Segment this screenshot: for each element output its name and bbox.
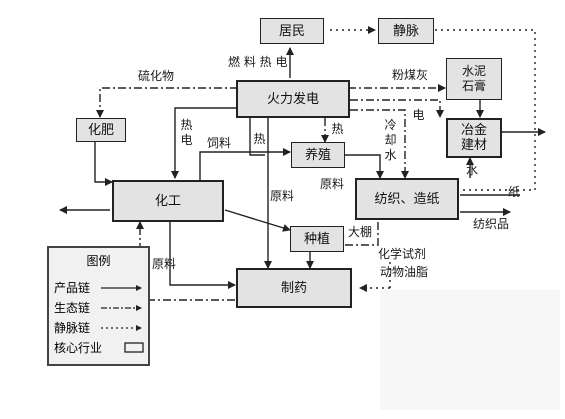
node-fertilizer: 化肥 (76, 118, 126, 142)
label-feed: 饲料 (207, 136, 232, 150)
label-greenhouse: 大棚 (348, 225, 373, 239)
legend-core-swatch (124, 342, 144, 353)
legend-core-industry: 核心行业 (54, 341, 103, 355)
legend-vein-chain: 静脉链 (54, 321, 91, 335)
label-electricity: 电 (412, 108, 425, 122)
node-residents: 居民 (260, 18, 324, 44)
node-cement-gypsum: 水泥 石膏 (446, 58, 502, 100)
edge-greenhouse (345, 222, 379, 246)
legend-product-chain: 产品链 (54, 281, 91, 295)
edge-electricity (350, 99, 444, 118)
edge-fertilizer-to-chemical (94, 142, 113, 186)
node-pharmacy: 制药 (236, 268, 352, 308)
label-chemical-reagent: 化学试剂 (378, 247, 427, 261)
label-raw-material-1: 原料 (270, 189, 295, 203)
label-heat-power-left: 热 电 (180, 118, 193, 147)
edge-sulfide (96, 87, 238, 118)
label-textile-products: 纺织品 (473, 217, 510, 231)
legend: 图例 产品链 生态链 静脉链 核心行业 (47, 246, 150, 366)
label-fuel-heat-power: 燃 料 热 电 (228, 55, 288, 69)
node-thermal-power: 火力发电 (236, 80, 350, 118)
edge-power-to-chemical-heat (171, 107, 238, 179)
edge-vein-loop (435, 29, 536, 191)
legend-swatches (101, 285, 144, 353)
label-raw-material-3: 原料 (152, 257, 177, 271)
edge-breeding-to-textile (340, 154, 384, 179)
label-heat-mid: 热 (253, 132, 266, 146)
node-metallurgy-building: 冶金 建材 (446, 118, 502, 158)
node-breeding: 养殖 (291, 142, 345, 168)
edge-cooling-water (350, 109, 409, 179)
label-cooling-water: 冷 却 水 (384, 118, 397, 162)
node-textile-paper: 纺织、造纸 (355, 178, 459, 220)
edge-feed (199, 148, 291, 180)
legend-title: 图例 (86, 254, 111, 268)
label-paper: 纸 (508, 185, 521, 199)
node-chemical: 化工 (112, 180, 224, 222)
label-animal-fat: 动物油脂 (380, 265, 429, 279)
edge-power-heat-mid (249, 118, 265, 156)
background-texture (380, 290, 560, 410)
node-planting: 种植 (290, 226, 344, 252)
label-fly-ash: 粉煤灰 (392, 68, 429, 82)
edge-chem-to-planting (224, 209, 291, 232)
node-vein: 静脉 (378, 18, 434, 44)
legend-ecological-chain: 生态链 (54, 301, 91, 315)
label-water: 水 (466, 163, 479, 177)
label-raw-material-2: 原料 (320, 177, 345, 191)
edge-chem-to-pharmacy (169, 222, 236, 289)
label-heat-breeding: 热 (331, 122, 344, 136)
label-sulfide: 硫化物 (138, 69, 175, 83)
